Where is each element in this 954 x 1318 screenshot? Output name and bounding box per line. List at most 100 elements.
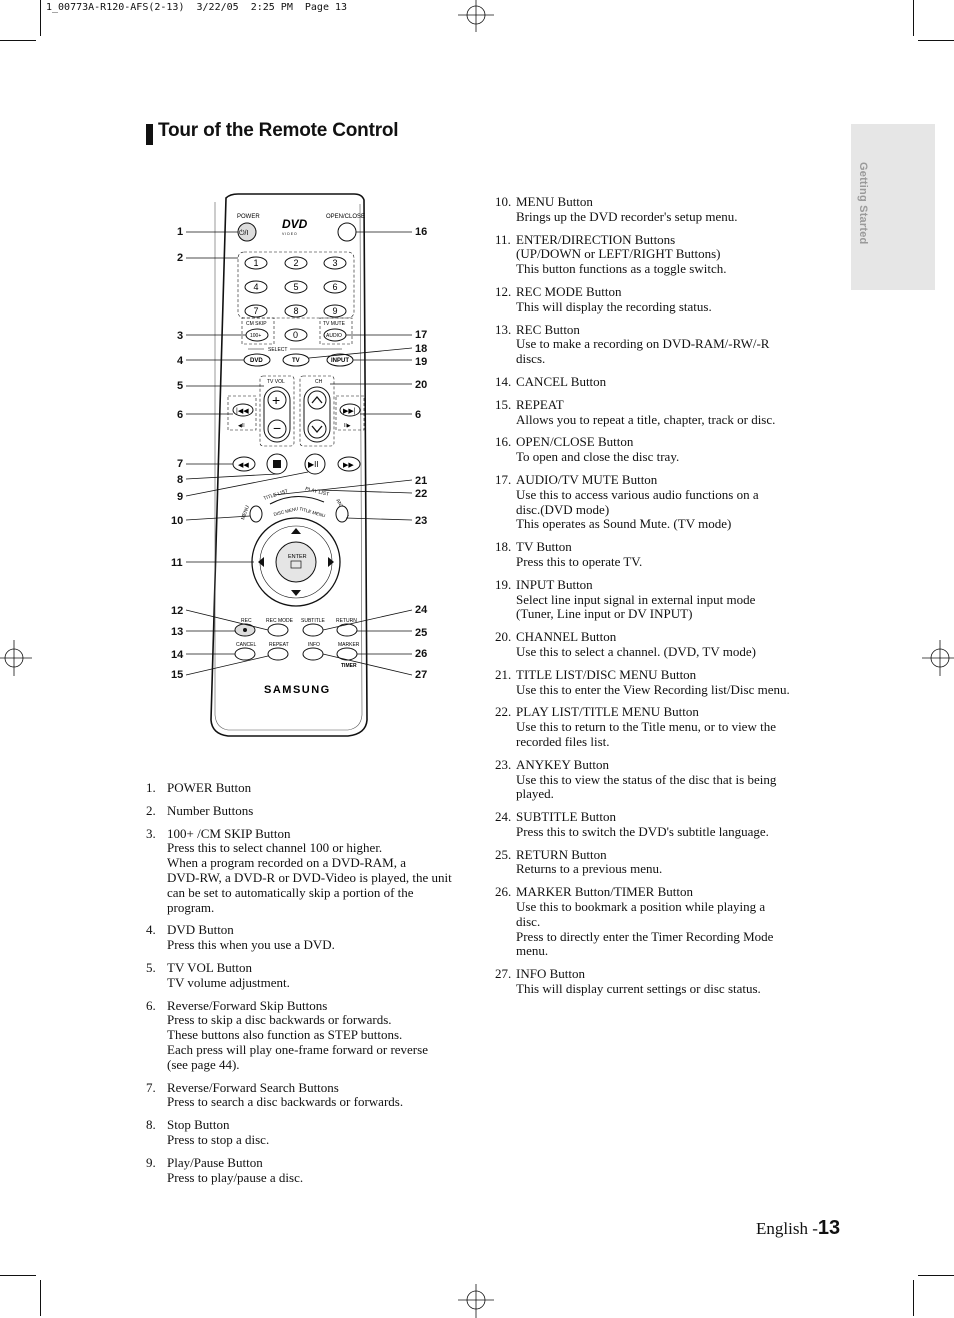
callout-left-2: 2 [177, 252, 184, 264]
power-label: POWER [237, 214, 260, 220]
callout-right-6: 6 [415, 409, 422, 421]
item-description: Use to make a recording on DVD-RAM/-RW/-… [516, 336, 770, 352]
item-title: TITLE LIST/DISC MENU Button [516, 666, 697, 682]
subtitle-label: SUBTITLE [301, 618, 326, 624]
item-description: (Tuner, Line input or DV INPUT) [516, 606, 693, 622]
item-description: Press to search a disc backwards or forw… [167, 1094, 404, 1110]
item-title: REPEAT [516, 396, 564, 412]
digit-1: 1 [253, 258, 258, 268]
input-button-label: INPUT [331, 358, 349, 364]
callout-right-11: 25 [415, 627, 428, 639]
item-number: 23. [495, 756, 512, 772]
svg-text:◀II: ◀II [238, 423, 245, 429]
item-title: Number Buttons [167, 802, 254, 818]
power-symbol: ⏻/I [239, 229, 248, 237]
list-item: 2. Number Buttons [146, 802, 476, 819]
item-description: menu. [516, 943, 549, 959]
item-description: Use this to return to the Title menu, or… [516, 719, 776, 735]
item-description: Each press will play one-frame forward o… [167, 1041, 428, 1057]
enter-button [275, 541, 317, 583]
audio-label: AUDIO [326, 333, 342, 339]
callout-left-7: 7 [177, 458, 184, 470]
item-number: 25. [495, 846, 512, 862]
item-description: disc.(DVD mode) [516, 501, 610, 517]
item-number: 15. [495, 396, 512, 412]
item-description: Returns to a previous menu. [516, 861, 663, 877]
item-number: 4. [146, 922, 156, 938]
list-item: 1.POWER Button [146, 780, 476, 796]
item-description: can be set to automatically skip a porti… [167, 884, 414, 900]
list-item: 11.ENTER/DIRECTION Buttons(UP/DOWN or LE… [495, 231, 835, 277]
item-title: REC Button [516, 321, 580, 337]
callout-left-6: 6 [177, 409, 184, 421]
registration-mark-left [0, 640, 32, 676]
item-number: 19. [495, 576, 512, 592]
item-title: SUBTITLE Button [516, 809, 617, 825]
item-number: 13. [495, 321, 512, 337]
side-tab: Getting Started [851, 124, 935, 290]
item-description: Use this to enter the View Recording lis… [516, 681, 790, 697]
callout-right-1: 16 [415, 226, 428, 238]
item-number: 2. [146, 802, 156, 818]
digit-5: 5 [293, 282, 298, 292]
tv-button [282, 353, 310, 367]
callout-right-7: 21 [415, 475, 428, 487]
menu-label: MENU [240, 504, 251, 520]
item-description: Brings up the DVD recorder's setup menu. [516, 208, 738, 224]
registration-mark-top [458, 0, 494, 32]
item-description: played. [516, 786, 554, 802]
svg-text:|◀◀: |◀◀ [236, 408, 249, 415]
item-description: This will display current settings or di… [516, 981, 761, 997]
item-description: disc. [516, 913, 541, 929]
callout-left-5: 5 [177, 380, 184, 392]
callout-left-1: 1 [177, 226, 184, 238]
tv-button-label: TV [292, 358, 300, 364]
digit-7: 7 [253, 306, 258, 316]
item-number: 18. [495, 539, 512, 555]
marker-label: MARKER [338, 642, 360, 648]
return-label: RETURN [336, 618, 357, 624]
callout-right-10: 24 [415, 604, 428, 616]
select-label: SELECT [268, 347, 287, 353]
item-title: PLAY LIST/TITLE MENU Button [516, 704, 699, 720]
callout-left-9: 9 [177, 491, 184, 503]
callout-right-3: 18 [415, 343, 428, 355]
callout-left-4: 4 [177, 355, 184, 367]
item-title: CHANNEL Button [516, 629, 617, 645]
cancel-label: CANCEL [236, 642, 257, 648]
svg-text:II▶: II▶ [344, 423, 351, 429]
item-description: Press this to operate TV. [516, 553, 643, 569]
item-number: 7. [146, 1079, 156, 1095]
callout-left-14: 14 [171, 649, 184, 661]
item-description: (see page 44). [167, 1056, 240, 1072]
page-number: 13 [817, 1217, 841, 1239]
digit-8: 8 [293, 306, 298, 316]
svg-text:▶▶: ▶▶ [343, 462, 354, 469]
item-title: Play/Pause Button [167, 1154, 263, 1170]
item-description: These buttons also function as STEP butt… [167, 1027, 403, 1043]
digit-2: 2 [293, 258, 298, 268]
item-number: 11. [495, 231, 511, 247]
item-number: 14. [495, 373, 512, 389]
item-description: This will display the recording status. [516, 298, 712, 314]
callout-left-3: 3 [177, 330, 184, 342]
item-description: DVD-RW, a DVD-R or DVD-Video is played, … [167, 869, 452, 885]
item-description: recorded files list. [516, 733, 610, 749]
item-number: 10. [495, 194, 512, 209]
callout-right-13: 27 [415, 669, 428, 681]
